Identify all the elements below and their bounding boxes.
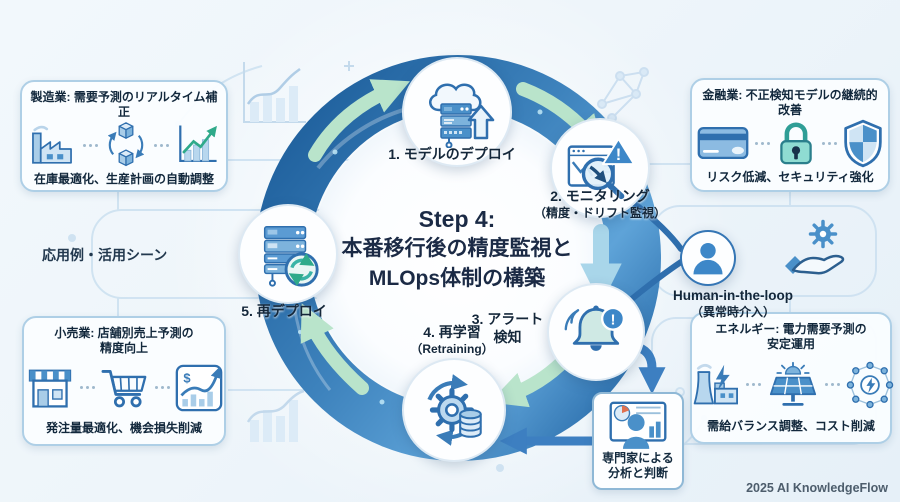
step1-node [402, 57, 512, 167]
box-finance: 金融業: 不正検知モデルの継続的改善 [690, 78, 890, 192]
step5-node [238, 204, 338, 304]
step4-node [402, 358, 506, 462]
box-cycle-icon [107, 122, 145, 167]
manufacturing-title: 製造業: 需要予測のリアルタイム補正 [30, 90, 218, 119]
hand-gear-icon [785, 219, 845, 275]
center-title: Step 4: 本番移行後の精度監視と MLOps体制の構築 [287, 204, 627, 294]
manufacturing-icons [26, 120, 222, 170]
power-plant-icon [693, 363, 738, 404]
decor-chart-bottomleft [246, 389, 305, 442]
center-title-line2: 本番移行後の精度監視と [341, 237, 573, 260]
energy-icons [687, 361, 895, 409]
ring-arrow-5-to-1 [308, 79, 410, 162]
step5-label: 5. 再デプロイ [241, 303, 327, 319]
redeploy-server-icon [263, 226, 319, 287]
credit-card-icon [697, 126, 749, 160]
retail-title: 小売業: 店舗別売上予測の 精度向上 [54, 326, 194, 355]
step2-label: 2. モニタリング （精度・ドリフト監視） [533, 188, 666, 220]
energy-network-icon [846, 361, 894, 408]
energy-caption: 需給バランス調整、コスト削減 [707, 419, 875, 433]
line-alert-to-human [625, 259, 684, 305]
energy-title: エネルギー: 電力需要予測の 安定運用 [715, 322, 867, 351]
ring-inner-disc [311, 111, 605, 405]
human-label: Human-in-the-loop （異常時介入） [673, 288, 793, 319]
finance-caption: リスク低減、セキュリティ強化 [706, 170, 874, 184]
center-title-line3: MLOps体制の構築 [368, 267, 546, 290]
dollar-symbol: $ [183, 370, 190, 385]
shield-icon [844, 119, 882, 168]
alert-exclamation: ! [610, 311, 615, 328]
store-icon [28, 369, 72, 408]
center-title-line1: Step 4: [418, 206, 496, 232]
decor-chart-topleft [243, 61, 354, 123]
retraining-gear-icon [427, 374, 482, 446]
ring-arrow-4-to-5 [300, 303, 369, 395]
step4-label: 4. 再学習 （Retraining） [410, 324, 494, 356]
human-node [680, 230, 736, 286]
line-monitoring-to-human [627, 197, 684, 252]
retail-icons: $ [25, 364, 223, 412]
cloud-deploy-icon [429, 83, 495, 148]
finance-title: 金融業: 不正検知モデルの継続的改善 [702, 88, 878, 117]
expert-analysis-icon [609, 401, 667, 449]
watermark: 2025 AI KnowledgeFlow [746, 481, 888, 495]
box-retail: 小売業: 店舗別売上予測の 精度向上 [22, 316, 226, 446]
monitoring-icon: ! [567, 137, 635, 200]
finance-icons [696, 118, 884, 168]
dots-separator [755, 141, 770, 145]
decor-network-topright [597, 67, 649, 123]
shopping-cart-icon [101, 369, 147, 407]
dots-separator [80, 386, 95, 389]
dots-separator [155, 386, 170, 389]
person-icon [693, 243, 723, 275]
solar-panel-icon [769, 361, 817, 406]
expert-box: 専門家による 分析と判断 [592, 392, 684, 490]
expert-label: 専門家による 分析と判断 [602, 450, 674, 481]
trend-chart-icon [179, 125, 217, 163]
step1-label: 1. モデルのデプロイ [388, 146, 516, 162]
dots-separator [825, 383, 840, 386]
box-energy: エネルギー: 電力需要予測の 安定運用 [687, 312, 895, 444]
dots-separator [822, 141, 837, 145]
retail-caption: 発注量最適化、機会損失削減 [45, 421, 202, 435]
warning-exclamation: ! [616, 145, 622, 164]
step3-label: 3. アラート 検知 [471, 311, 544, 345]
box-manufacturing: 製造業: 需要予測のリアルタイム補正 [20, 80, 228, 192]
alert-bell-icon: ! [564, 305, 626, 351]
lock-icon [780, 122, 812, 165]
sales-chart-icon: $ [175, 364, 223, 411]
factory-icon [32, 125, 72, 164]
dots-separator [746, 383, 761, 386]
use-case-section-label: 応用例・活用シーン [42, 247, 168, 263]
dots-separator [83, 143, 98, 147]
manufacturing-caption: 在庫最適化、生産計画の自動調整 [33, 172, 214, 186]
dots-separator [154, 143, 169, 147]
